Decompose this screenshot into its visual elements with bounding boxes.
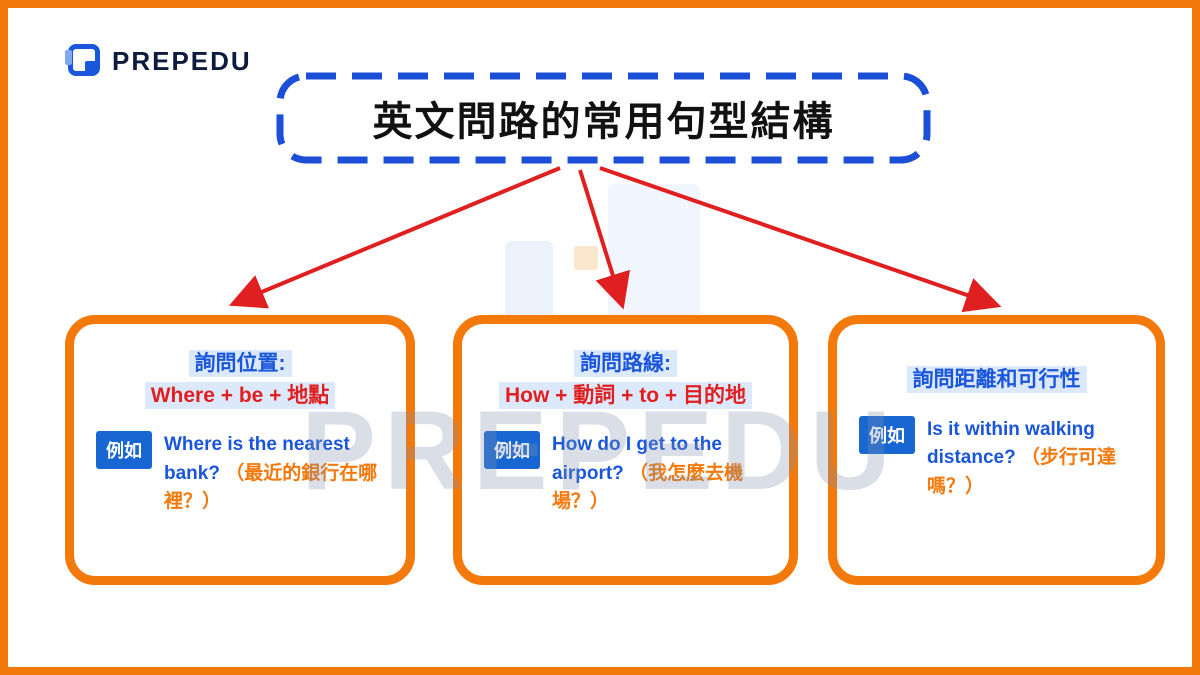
pattern-box-location: 詢問位置: Where + be + 地點 例如 Where is the ne… [65, 315, 415, 585]
prepedu-logo: PREPEDU [65, 44, 252, 78]
box3-heading-line1: 詢問距離和可行性 [906, 364, 1087, 396]
example-english: Is it within walking distance? [927, 418, 1095, 469]
example-chinese: （我怎麼去機場？） [552, 462, 744, 513]
box1-heading-line1: 詢問位置: [188, 348, 292, 380]
prepedu-logo-icon [65, 44, 102, 78]
box2-heading-line2: How + 動詞 + to + 目的地 [499, 380, 752, 412]
box1-example: 例如 Where is the nearest bank? （最近的銀行在哪裡？… [90, 431, 390, 517]
box1-heading-line2: Where + be + 地點 [144, 380, 336, 412]
example-chinese: （最近的銀行在哪裡？） [164, 462, 378, 513]
box3-example-text: Is it within walking distance? （步行可達嗎？） [927, 416, 1134, 502]
box3-example: 例如 Is it within walking distance? （步行可達嗎… [853, 415, 1140, 502]
example-english: How do I get to the airport? [552, 434, 722, 484]
title-dashed-border [276, 72, 931, 164]
box1-example-text: Where is the nearest bank? （最近的銀行在哪裡？） [164, 431, 384, 517]
box2-example-text: How do I get to the airport? （我怎麼去機場？） [552, 431, 767, 517]
title-box: 英文問路的常用句型結構 [276, 72, 931, 164]
box2-heading-line1: 詢問路線: [574, 348, 677, 380]
example-badge: 例如 [484, 431, 540, 469]
page-title: 英文問路的常用句型結構 [372, 100, 835, 144]
example-english: Where is the nearest bank? [164, 434, 350, 484]
example-chinese: （步行可達嗎？） [927, 447, 1116, 497]
box2-example: 例如 How do I get to the airport? （我怎麼去機場？… [478, 431, 773, 517]
prepedu-logo-text: PREPEDU [112, 45, 252, 76]
example-badge: 例如 [859, 415, 915, 454]
pattern-box-route: 詢問路線: How + 動詞 + to + 目的地 例如 How do I ge… [453, 315, 798, 585]
pattern-box-distance: 詢問距離和可行性 例如 Is it within walking distanc… [828, 315, 1165, 585]
example-badge: 例如 [96, 431, 152, 469]
